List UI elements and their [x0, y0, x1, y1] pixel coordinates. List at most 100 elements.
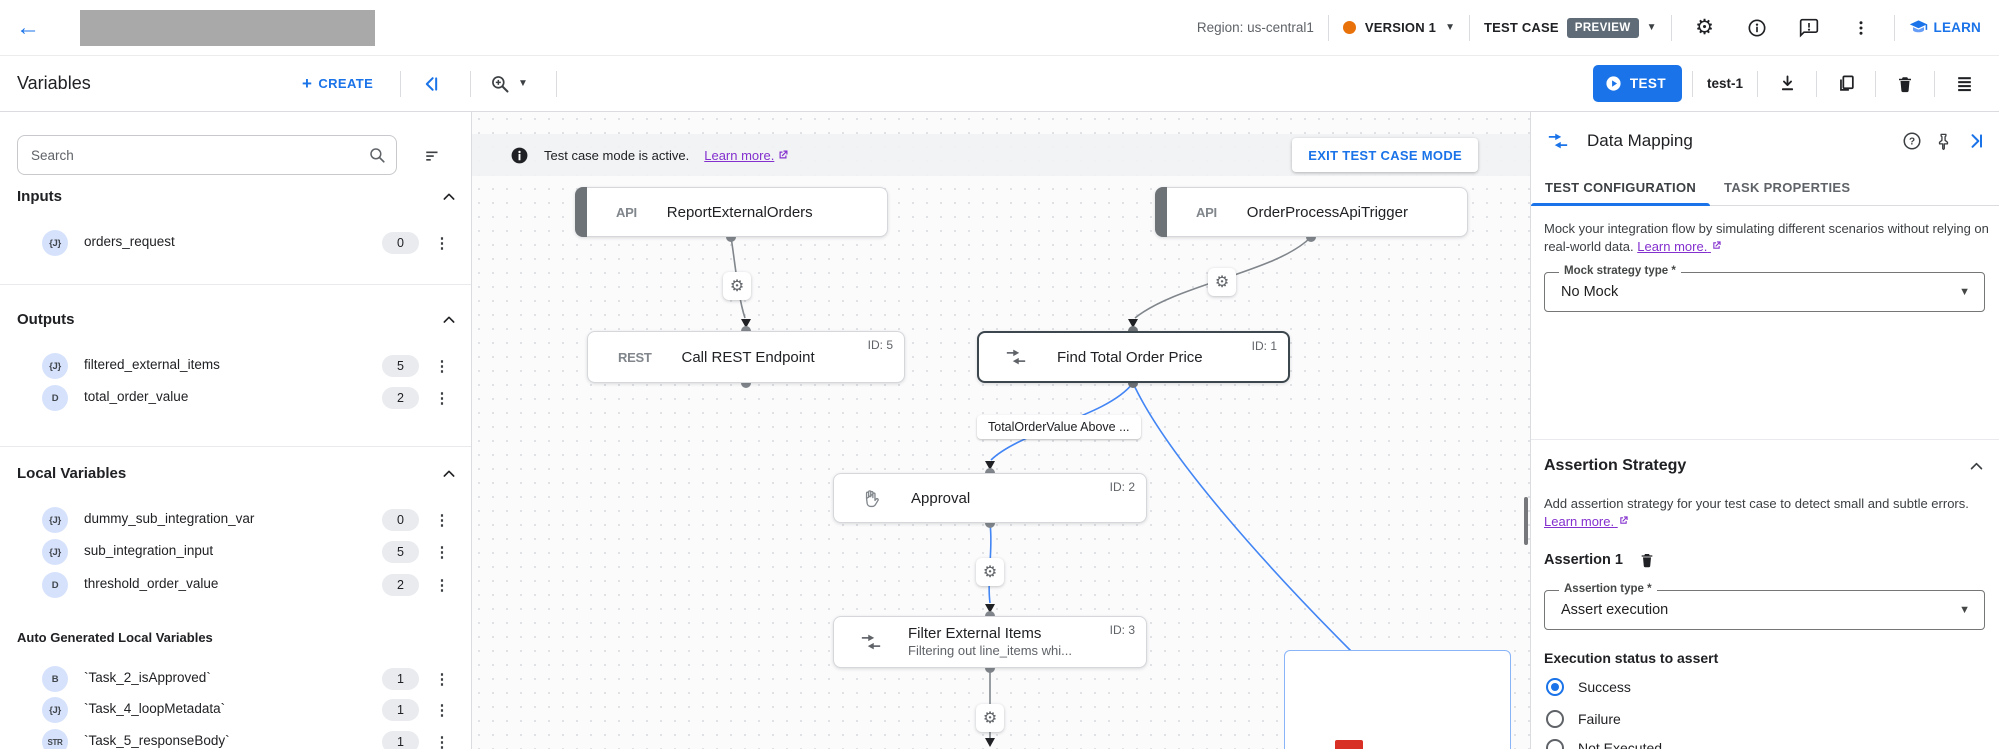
variable-row[interactable]: B `Task_2_isApproved` 1 ⋮ [0, 663, 471, 695]
node-find-total-order-price[interactable]: Find Total Order Price ID: 1 [977, 331, 1290, 383]
edge-gear-icon[interactable]: ⚙ [1208, 268, 1236, 296]
collapse-sidebar-icon[interactable] [412, 65, 450, 103]
data-mapping-icon [1005, 346, 1027, 368]
delete-assertion-icon[interactable] [1639, 552, 1655, 568]
feedback-icon[interactable] [1790, 9, 1828, 47]
assertion-type-select[interactable]: Assertion type * Assert execution ▼ [1544, 583, 1985, 630]
execution-status-label: Execution status to assert [1544, 650, 1719, 666]
section-header-local-variables: Local Variables [17, 465, 457, 482]
more-options-icon[interactable] [1842, 9, 1880, 47]
row-menu-icon[interactable]: ⋮ [434, 734, 450, 749]
log-list-icon[interactable] [1945, 65, 1983, 103]
mock-learn-more-link[interactable]: Learn more. [1637, 239, 1722, 254]
usage-count-badge: 1 [382, 668, 419, 690]
back-arrow-icon[interactable]: ← [16, 13, 40, 41]
node-partial-bottom-right[interactable] [1284, 650, 1511, 749]
integration-flow-canvas[interactable]: Test case mode is active. Learn more. EX… [472, 112, 1530, 749]
variable-row[interactable]: D total_order_value 2 ⋮ [0, 382, 471, 414]
banner-text: Test case mode is active. [544, 147, 690, 163]
variable-row[interactable]: D threshold_order_value 2 ⋮ [0, 569, 471, 601]
row-menu-icon[interactable]: ⋮ [434, 358, 450, 375]
row-menu-icon[interactable]: ⋮ [434, 671, 450, 688]
variable-row[interactable]: {J} dummy_sub_integration_var 0 ⋮ [0, 504, 471, 536]
version-selector[interactable]: VERSION 1 ▼ [1342, 20, 1455, 35]
node-order-process-api-trigger[interactable]: API OrderProcessApiTrigger [1155, 187, 1468, 237]
download-icon[interactable] [1768, 65, 1806, 103]
row-menu-icon[interactable]: ⋮ [434, 544, 450, 561]
json-type-icon: {J} [42, 507, 68, 533]
usage-count-badge: 1 [382, 731, 419, 749]
learn-button[interactable]: LEARN [1909, 18, 1982, 37]
zoom-magnifier-icon [492, 75, 509, 92]
variable-row[interactable]: {J} sub_integration_input 5 ⋮ [0, 536, 471, 568]
banner-learn-more-link[interactable]: Learn more. [704, 148, 789, 163]
radio-success[interactable]: Success [1546, 678, 1631, 696]
radio-failure[interactable]: Failure [1546, 710, 1621, 728]
section-header-auto-generated: Auto Generated Local Variables [17, 630, 213, 645]
redacted-integration-name [80, 9, 375, 46]
mock-strategy-select[interactable]: Mock strategy type * No Mock ▼ [1544, 265, 1985, 312]
sort-icon[interactable] [420, 143, 446, 169]
radio-not-executed[interactable]: Not Executed [1546, 739, 1662, 749]
search-box [17, 135, 397, 175]
test-case-selector[interactable]: TEST CASE PREVIEW ▼ [1484, 17, 1657, 38]
banner-info-icon [511, 147, 528, 163]
chevron-up-icon[interactable] [1968, 458, 1985, 475]
row-menu-icon[interactable]: ⋮ [434, 235, 450, 252]
row-menu-icon[interactable]: ⋮ [434, 577, 450, 594]
chevron-up-icon[interactable] [441, 189, 457, 205]
variable-row[interactable]: {J} `Task_4_loopMetadata` 1 ⋮ [0, 694, 471, 726]
copy-icon[interactable] [1827, 65, 1865, 103]
edge-gear-icon[interactable]: ⚙ [723, 272, 751, 300]
radio-icon [1546, 739, 1564, 749]
edge-condition-label[interactable]: TotalOrderValue Above ... [977, 415, 1141, 439]
assertion-description: Add assertion strategy for your test cas… [1544, 496, 1969, 530]
json-type-icon: {J} [42, 230, 68, 256]
panel-tabs: TEST CONFIGURATION TASK PROPERTIES [1531, 170, 1999, 206]
info-icon[interactable] [1738, 9, 1776, 47]
assertion-learn-more-link[interactable]: Learn more. [1544, 514, 1629, 529]
row-menu-icon[interactable]: ⋮ [434, 702, 450, 719]
exit-test-case-mode-button[interactable]: EXIT TEST CASE MODE [1292, 138, 1478, 172]
settings-gear-icon[interactable]: ⚙ [1695, 16, 1714, 39]
collapse-panel-icon[interactable] [1965, 131, 1985, 151]
task-id-label: ID: 5 [867, 338, 893, 352]
variable-row[interactable]: {J} filtered_external_items 5 ⋮ [0, 350, 471, 382]
node-call-rest-endpoint[interactable]: REST Call REST Endpoint ID: 5 [587, 331, 905, 383]
svg-text:?: ? [1909, 137, 1915, 148]
node-filter-external-items[interactable]: Filter External Items Filtering out line… [833, 616, 1147, 668]
edge-gear-icon[interactable]: ⚙ [976, 558, 1004, 586]
test-button[interactable]: TEST [1592, 65, 1682, 102]
chevron-down-icon: ▼ [518, 78, 528, 89]
variable-row[interactable]: STR `Task_5_responseBody` 1 ⋮ [0, 726, 471, 749]
help-icon[interactable]: ? [1902, 131, 1922, 151]
radio-selected-icon [1546, 678, 1564, 696]
assertion-strategy-heading: Assertion Strategy [1544, 457, 1687, 474]
search-input[interactable] [31, 147, 368, 163]
canvas-scrollbar-thumb[interactable] [1524, 497, 1528, 545]
row-menu-icon[interactable]: ⋮ [434, 390, 450, 407]
task-id-label: ID: 1 [1251, 339, 1277, 353]
node-report-external-orders[interactable]: API ReportExternalOrders [575, 187, 888, 237]
tab-test-configuration[interactable]: TEST CONFIGURATION [1531, 170, 1711, 206]
preview-badge: PREVIEW [1566, 17, 1639, 38]
delete-icon[interactable] [1886, 65, 1924, 103]
variable-row[interactable]: {J} orders_request 0 ⋮ [0, 227, 471, 259]
json-type-icon: {J} [42, 539, 68, 565]
task-subtitle: Filtering out line_items whi... [908, 643, 1073, 659]
chevron-up-icon[interactable] [441, 466, 457, 482]
chevron-up-icon[interactable] [441, 312, 457, 328]
canvas-zoom-control[interactable]: ▼ [482, 65, 538, 103]
node-approval[interactable]: Approval ID: 2 [833, 473, 1147, 523]
create-variable-button[interactable]: + CREATE [302, 73, 374, 93]
panel-title: Data Mapping [1587, 131, 1693, 150]
string-type-icon: STR [42, 729, 68, 749]
row-menu-icon[interactable]: ⋮ [434, 512, 450, 529]
plus-icon: + [302, 73, 313, 93]
usage-count-badge: 0 [382, 232, 419, 254]
edge-gear-icon[interactable]: ⚙ [976, 704, 1004, 732]
play-circle-icon [1606, 76, 1621, 91]
chevron-down-icon: ▼ [1445, 22, 1455, 33]
pin-icon[interactable] [1934, 132, 1953, 151]
tab-task-properties[interactable]: TASK PROPERTIES [1724, 180, 1851, 195]
